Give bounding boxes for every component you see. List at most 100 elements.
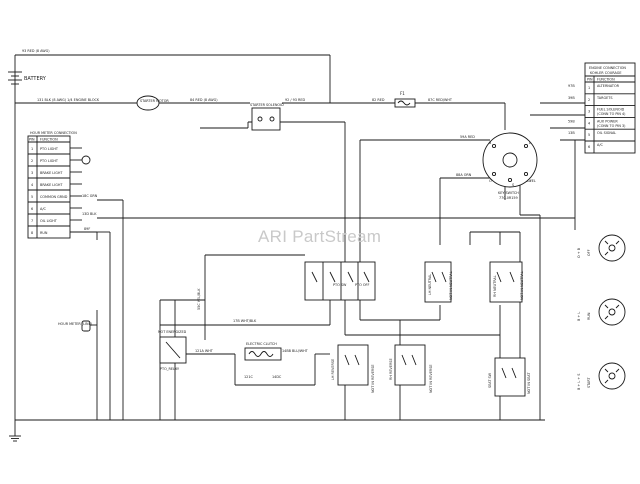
pto-off-label: PTO OFF: [355, 283, 369, 287]
seat-switch: SEAT SW NOT IN SEAT: [488, 357, 531, 397]
wire-label-82: 82 RED: [372, 98, 385, 102]
hm-row-function: COMMON GRND: [40, 195, 68, 199]
engine-row-function: FUEL SOLENOID: [597, 108, 625, 112]
wire-label-17b: 17B WHT/BLK: [233, 319, 257, 323]
engine-row-pin: 5: [588, 133, 590, 137]
key-pin-s: S: [512, 183, 514, 187]
starter-solenoid: STARTER SOLENOID: [250, 103, 284, 131]
hobbs-label: HOUR METER (LINE): [58, 322, 93, 326]
key-positions: OFF O + B RUN B + L START B + L + S: [577, 234, 626, 390]
hour-meter-title: HOUR METER CONNECTION: [30, 131, 77, 135]
hm-row-function: A/C: [40, 207, 46, 211]
hm-row-function: PTO LIGHT: [40, 159, 59, 163]
not-neutral-1: NOT IN NEUTRAL: [449, 271, 453, 300]
rh-neutral-switch: RH NEUTRAL NOT IN NEUTRAL: [489, 261, 524, 303]
hm-header-pin: PIN: [29, 138, 35, 142]
engine-subtitle: KOHLER COURAGE: [590, 71, 622, 75]
engine-row-wire: 97B: [568, 84, 575, 88]
wire-label-121a: 121A WHT: [195, 349, 214, 353]
rh-reverse-switch: RH REVERSE NOT IN REVERSE: [389, 344, 433, 393]
pos-off-label: OFF: [587, 249, 591, 256]
engine-row-note: (CONN TO PIN 4): [597, 112, 626, 116]
hm-row-function: RUN: [40, 231, 48, 235]
key-switch: B L O A S KEY SWITCH 770-0R159: [482, 132, 538, 200]
hm-row-pin: 5: [31, 195, 33, 199]
solenoid-label: STARTER SOLENOID: [250, 103, 284, 107]
pos-start-label: START: [587, 377, 591, 388]
wire-label-121c: 121C: [244, 375, 253, 379]
hm-row-pin: 2: [31, 159, 33, 163]
wire-label-14bb: 14BB BLU/WHT: [282, 349, 309, 353]
wire-label-59a: 59A RED: [460, 135, 475, 139]
wire-label-59b: 59B YEL: [522, 179, 536, 183]
not-rev-1: NOT IN REVERSE: [371, 364, 375, 393]
hm-row-pin: 8: [31, 231, 33, 235]
wire-label-13d: 13D BLK: [82, 212, 97, 216]
engine-row-pin: 6: [588, 145, 590, 149]
engine-connector: ENGINE CONNECTION KOHLER COURAGE PIN FUN…: [568, 62, 636, 154]
lh-neutral-label: LH NEUTRAL: [428, 274, 432, 295]
key-position-run: RUN B + L: [577, 298, 626, 326]
starter-label: STARTER MOTOR: [140, 99, 169, 103]
engine-row-pin: 1: [588, 86, 590, 90]
wire-label-88a: 88A ORN: [456, 173, 472, 177]
key-pin-l: L: [529, 141, 531, 145]
ground-symbol-icon: [9, 430, 21, 442]
lh-reverse-label: LH REVERSE: [331, 359, 335, 380]
wire-label-89f: 89F: [84, 227, 90, 231]
engine-row-wire: 39B: [568, 96, 575, 100]
key-pin-b: B: [489, 141, 492, 145]
wire-label-92: 92 / 93 RED: [285, 98, 306, 102]
key-switch-label: KEY SWITCH: [498, 191, 519, 195]
not-energized-label: NOT ENERGIZED: [158, 330, 187, 334]
wire-label-14dc: 14DC: [272, 375, 282, 379]
wire-label-84: 84 RED (8 AWG): [190, 98, 218, 102]
engine-header-fn: FUNCTION: [597, 78, 615, 82]
fuse-label: F1: [400, 91, 405, 96]
hm-row-pin: 4: [31, 183, 33, 187]
starter-motor: STARTER MOTOR: [136, 95, 169, 111]
engine-row-function: A/C: [597, 143, 603, 147]
engine-row-pin: 3: [588, 110, 590, 114]
engine-row-function: OIL SIGNAL: [597, 131, 616, 135]
pto-relay: NOT ENERGIZED PTO_RELAY: [158, 330, 187, 371]
key-pin-o: O: [489, 179, 492, 183]
main-wires: [14, 54, 585, 430]
hm-row-pin: 7: [31, 219, 33, 223]
wire-label-55c: 55C YEL/BLK: [197, 288, 201, 310]
pos-run-pins: B + L: [577, 312, 581, 321]
hour-meter-device: HOUR METER (LINE): [58, 320, 93, 332]
rh-neutral-label: RH NEUTRAL: [493, 275, 497, 297]
hm-row-function: BRAKE LIGHT: [40, 183, 63, 187]
engine-row-wire: 59B: [568, 119, 575, 123]
hm-row-pin: 6: [31, 207, 33, 211]
wire-label-131: 131 BLK (8 AWG) 1/4 ENGINE BLOCK: [37, 98, 100, 102]
engine-header-pin: PIN: [587, 78, 593, 82]
hm-row-pin: 3: [31, 171, 33, 175]
wire-label-93: 93 RED (8 AWG): [22, 49, 50, 53]
engine-row-function: AUX POWER: [597, 119, 618, 123]
fuse-f1: F1: [394, 91, 416, 108]
pos-off-pins: O + B: [577, 247, 581, 258]
engine-row-function: TARGETS: [596, 96, 612, 100]
battery: BATTERY: [8, 71, 47, 85]
watermark: ARI PartStream: [258, 227, 381, 246]
engine-row-pin: 4: [588, 121, 590, 125]
engine-row-wire: 13B: [568, 131, 575, 135]
hm-row-function: PTO LIGHT: [40, 147, 59, 151]
key-pin-a: A: [529, 179, 532, 183]
key-position-off: OFF O + B: [577, 234, 626, 262]
hm-row-pin: 1: [31, 147, 33, 151]
not-seat-label: NOT IN SEAT: [527, 372, 531, 394]
key-position-start: START B + L + S: [577, 362, 626, 390]
engine-row-function: ALTERNATOR: [597, 84, 620, 88]
not-rev-2: NOT IN REVERSE: [429, 364, 433, 393]
rh-reverse-label: RH REVERSE: [389, 358, 393, 380]
pos-start-pins: B + L + S: [577, 374, 581, 390]
seat-sw-label: SEAT SW: [488, 372, 492, 388]
wire-label-87: 87C RED/WHT: [428, 98, 453, 102]
